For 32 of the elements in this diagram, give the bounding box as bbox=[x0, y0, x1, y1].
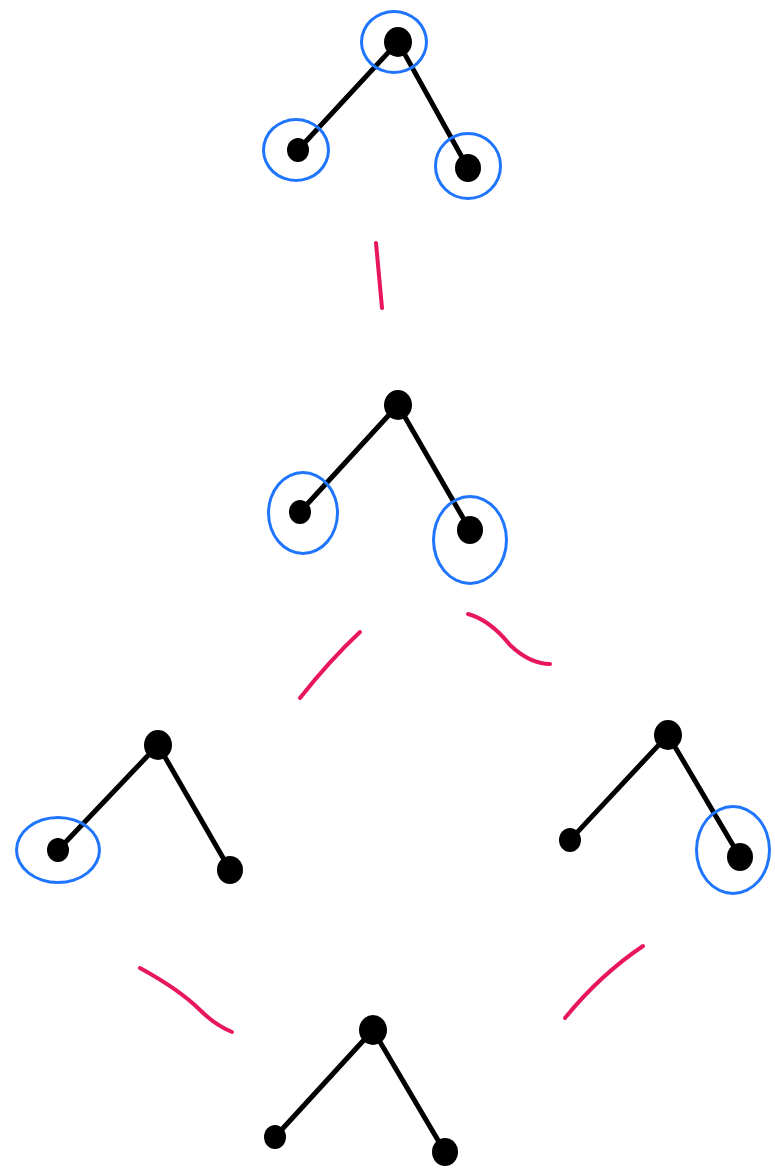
tree-node-dot bbox=[144, 730, 172, 760]
tree-branch-line bbox=[673, 745, 736, 848]
highlight-circle bbox=[695, 805, 771, 895]
tree-node-dot bbox=[287, 138, 309, 162]
tree-node-dot bbox=[264, 1125, 286, 1149]
tree-branch-line bbox=[63, 753, 151, 845]
highlight-circle bbox=[432, 495, 508, 585]
tree-node-dot bbox=[559, 828, 581, 852]
tree-branch-line bbox=[402, 415, 466, 521]
highlight-circle bbox=[434, 132, 502, 200]
tree-node-dot bbox=[359, 1015, 387, 1045]
highlight-circle bbox=[15, 816, 101, 884]
tree-branch-line bbox=[305, 413, 391, 506]
tree-branch-line bbox=[280, 1038, 366, 1131]
tree-node-dot bbox=[384, 27, 412, 57]
highlight-circle bbox=[262, 118, 330, 182]
highlight-circle bbox=[360, 10, 428, 74]
tree-branch-line bbox=[162, 755, 226, 861]
tree-branch-line bbox=[402, 52, 464, 159]
tree-branch-line bbox=[303, 50, 391, 145]
tree-branch-line bbox=[575, 743, 661, 835]
tree-node-dot bbox=[384, 390, 412, 420]
highlight-circle bbox=[267, 471, 339, 555]
tree-node-dot bbox=[457, 516, 483, 544]
tree-node-dot bbox=[217, 856, 243, 884]
tree-branch-line bbox=[378, 1040, 441, 1143]
tree-node-dot bbox=[47, 838, 69, 862]
tree-node-dot bbox=[654, 720, 682, 750]
tree-node-dot bbox=[455, 154, 481, 182]
tree-node-dot bbox=[432, 1138, 458, 1166]
tree-node-dot bbox=[289, 500, 311, 524]
tree-node-dot bbox=[727, 843, 753, 871]
